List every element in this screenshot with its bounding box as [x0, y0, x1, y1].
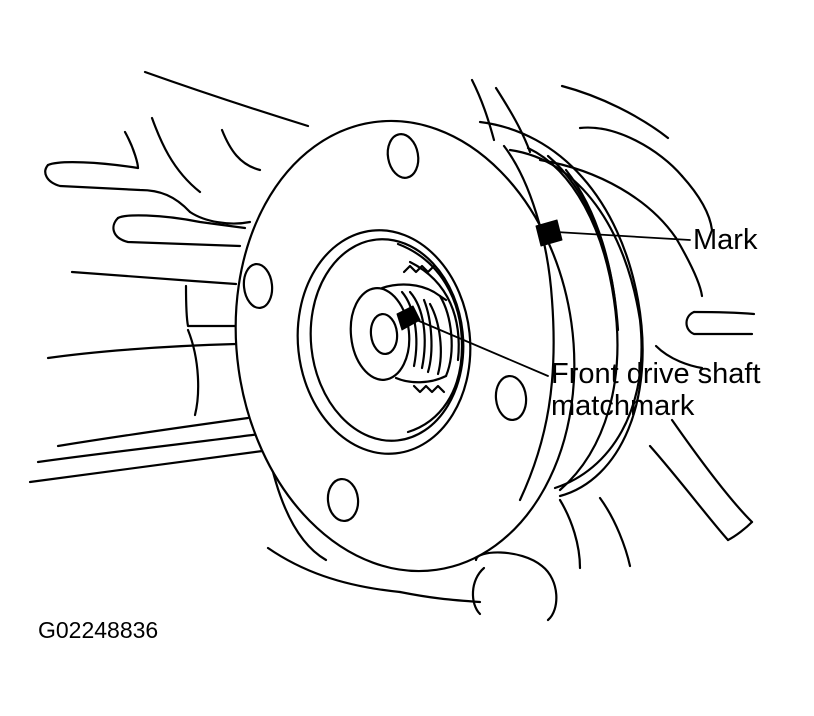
bolt-hole — [494, 374, 528, 422]
shaft-matchmark — [396, 305, 421, 331]
leader-line-front — [411, 317, 549, 377]
bolt-holes — [242, 133, 528, 523]
leader-line-mark — [555, 231, 691, 241]
label-front-line-2: matchmark — [551, 390, 695, 422]
label-mark: Mark — [693, 224, 758, 256]
bolt-hole — [386, 133, 420, 179]
leader-lines — [411, 231, 691, 377]
label-front-line-1: Front drive shaft — [551, 358, 761, 390]
bolt-hole — [242, 262, 274, 310]
matchmarks — [396, 219, 563, 331]
hub-mark — [535, 219, 563, 247]
hub-center — [296, 229, 472, 455]
hub-drum — [478, 120, 644, 498]
label-front-drive-shaft-matchmark: Front drive shaft matchmark — [551, 358, 761, 422]
drive-shaft-end — [349, 283, 453, 384]
bolt-hole — [326, 477, 360, 523]
figure-code: G02248836 — [38, 617, 159, 643]
knuckle-outline — [28, 70, 756, 622]
